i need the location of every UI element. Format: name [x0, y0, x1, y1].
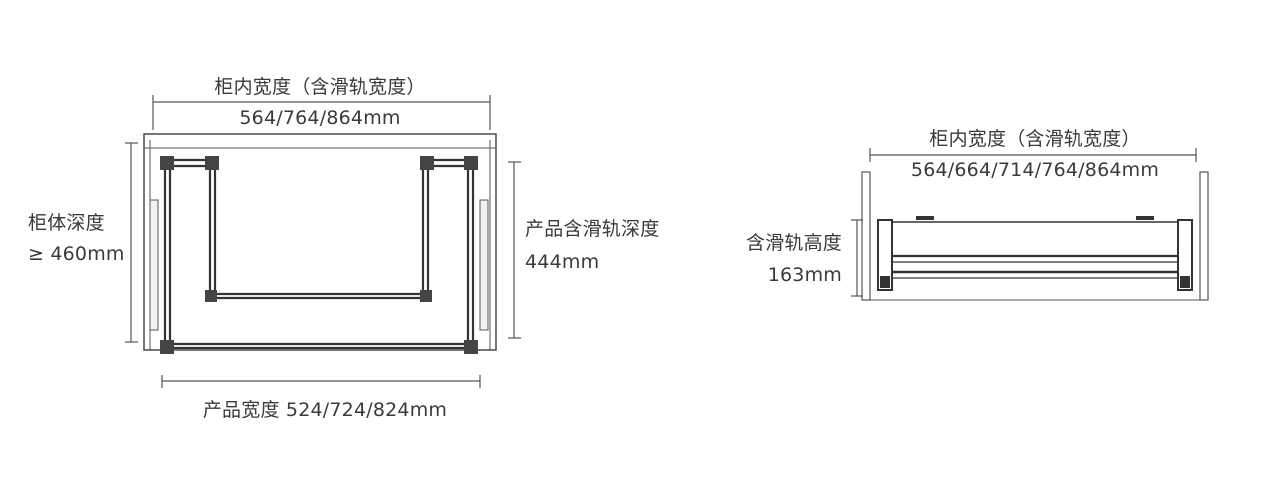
product-depth-value: 444mm — [525, 251, 600, 273]
front-cabinet-inner-width-value: 564/664/714/764/864mm — [910, 159, 1160, 181]
basket-frame — [163, 158, 475, 350]
basket-front — [877, 219, 1193, 291]
front-cabinet-inner-width-title: 柜内宽度（含滑轨宽度） — [929, 128, 1141, 150]
left-cabinet-wall — [861, 171, 871, 301]
cabinet-inner-width-value: 564/764/864mm — [239, 107, 401, 129]
product-depth-title: 产品含滑轨深度 — [525, 218, 660, 240]
height-title: 含滑轨高度 — [745, 232, 842, 254]
product-width-label: 产品宽度 524/724/824mm — [202, 399, 448, 421]
front-view — [851, 148, 1209, 301]
cabinet-depth-value: ≥ 460mm — [28, 243, 125, 265]
cabinet-depth-title: 柜体深度 — [28, 212, 105, 234]
top-view — [125, 95, 521, 388]
left-slide-rail — [149, 199, 159, 331]
front-brackets — [880, 216, 1190, 288]
corner-connectors — [160, 156, 478, 354]
cabinet-inner-width-title: 柜内宽度（含滑轨宽度） — [214, 76, 426, 98]
right-cabinet-wall — [1199, 171, 1209, 301]
height-value: 163mm — [767, 264, 842, 286]
right-slide-rail — [479, 199, 489, 331]
cabinet-outline — [143, 133, 497, 351]
